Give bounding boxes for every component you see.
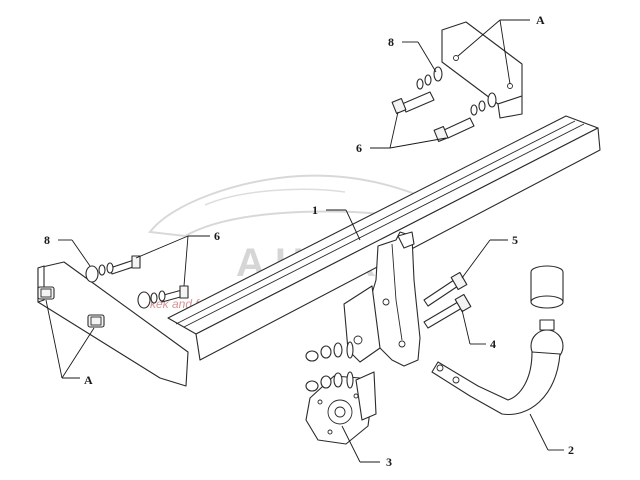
bolt-left-upper	[109, 255, 141, 275]
bolt-lower	[423, 293, 472, 329]
center-mount-bracket	[343, 231, 421, 367]
callout-a-bottom: A	[84, 373, 93, 387]
nut-left-upper	[37, 286, 55, 300]
bolt-right-upper	[391, 91, 435, 114]
bolt-upper	[423, 271, 468, 307]
crossbar	[37, 21, 601, 387]
socket-plate	[305, 371, 377, 445]
callout-8-left: 8	[44, 233, 50, 247]
callout-3: 3	[386, 455, 392, 469]
callout-a-top: A	[536, 13, 545, 27]
callout-5: 5	[512, 233, 518, 247]
callout-4: 4	[490, 337, 496, 351]
tow-ball-neck	[431, 265, 564, 416]
washer-nut-stack-upper	[305, 341, 354, 362]
callout-8-right: 8	[388, 35, 394, 49]
callout-6-left: 6	[214, 229, 220, 243]
callout-1: 1	[312, 203, 318, 217]
washer-right-set	[416, 66, 497, 116]
nut-left-lower	[87, 314, 105, 328]
bolt-right-lower	[433, 117, 475, 142]
washer-left-set	[85, 262, 166, 309]
leader-lines	[45, 19, 564, 463]
callout-2: 2	[568, 443, 574, 457]
callout-6-right: 6	[356, 141, 362, 155]
washer-nut-stack-lower	[305, 371, 354, 392]
